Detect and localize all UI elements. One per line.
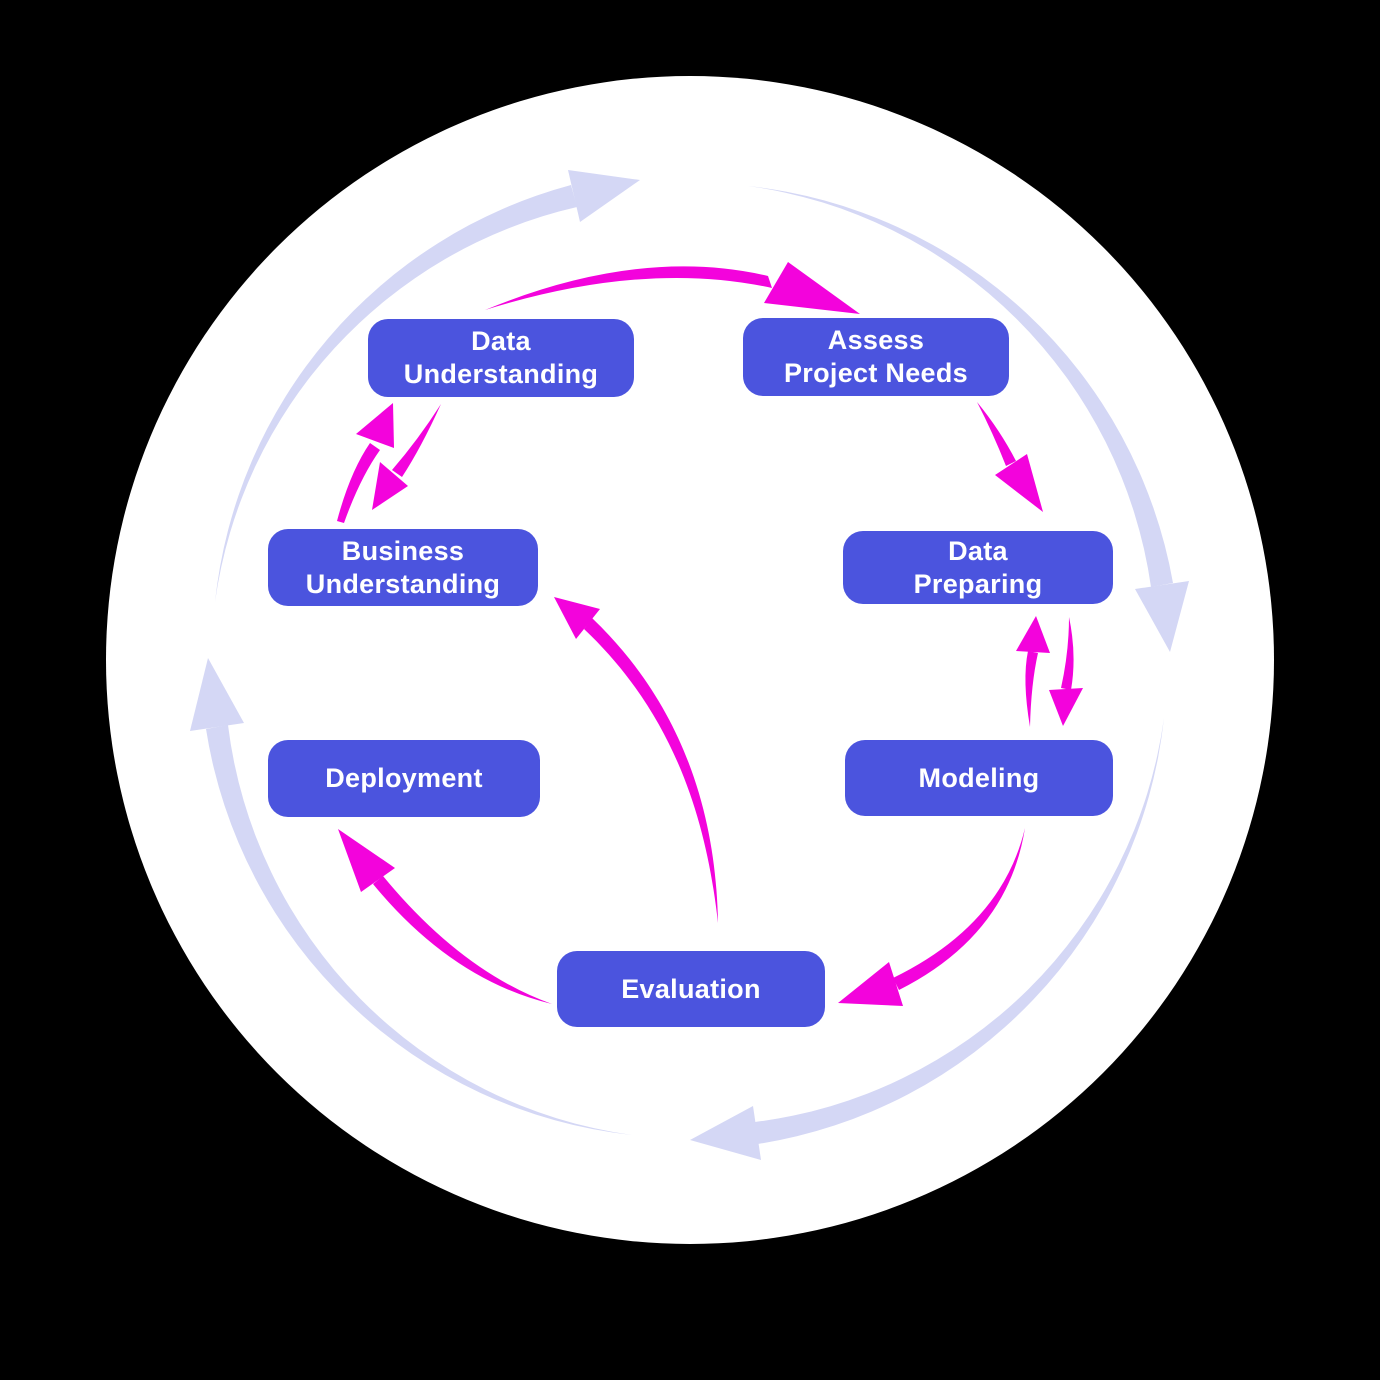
node-modeling: Modeling xyxy=(845,740,1113,816)
arrowhead-icon xyxy=(1049,688,1083,726)
ring-arrowhead-bottom-icon xyxy=(690,1106,761,1160)
ring-arrowhead-right-icon xyxy=(1135,581,1189,652)
node-label: Data Preparing xyxy=(913,535,1043,599)
arrow-data-preparing-to-modeling xyxy=(1049,617,1083,726)
ring-arc-bottom xyxy=(755,718,1164,1144)
background-disc xyxy=(106,76,1274,1244)
outer-ring-clockwise xyxy=(190,170,1189,1160)
ring-arrowhead-left-icon xyxy=(190,658,244,731)
node-label: Deployment xyxy=(325,763,483,793)
arrow-evaluation-to-deployment xyxy=(338,829,552,1004)
arrowhead-icon xyxy=(838,962,903,1006)
node-label: Evaluation xyxy=(621,973,761,1004)
arrowhead-icon xyxy=(338,829,395,892)
arrowhead-icon xyxy=(554,597,600,639)
arrow-modeling-to-evaluation xyxy=(838,828,1025,1006)
node-evaluation: Evaluation xyxy=(557,951,825,1027)
arrowhead-icon xyxy=(1016,616,1050,653)
arrow-modeling-to-data-preparing xyxy=(1016,616,1050,727)
arrowhead-icon xyxy=(764,262,860,314)
arrow-data-understanding-to-business-understanding xyxy=(372,404,441,510)
ring-arc-left xyxy=(206,725,632,1135)
node-label: Business Understanding xyxy=(305,535,501,599)
arrow-data-understanding-to-assess-project-needs xyxy=(485,262,860,314)
arrow-assess-project-needs-to-data-preparing xyxy=(977,402,1043,512)
node-label: Assess Project Needs xyxy=(784,325,968,388)
process-arrows xyxy=(337,262,1083,1006)
arrow-business-understanding-to-data-understanding xyxy=(337,403,394,523)
arrowhead-icon xyxy=(995,454,1043,512)
node-assess-project-needs: Assess Project Needs xyxy=(743,318,1009,396)
ring-arrowhead-top-icon xyxy=(568,170,640,222)
node-business-understanding: Business Understanding xyxy=(268,529,538,606)
ring-arc-right xyxy=(748,186,1173,587)
node-deployment: Deployment xyxy=(268,740,540,817)
node-data-understanding: Data Understanding xyxy=(368,319,634,397)
node-label: Data Understanding xyxy=(403,326,599,389)
node-data-preparing: Data Preparing xyxy=(843,531,1113,604)
arrowhead-icon xyxy=(356,403,394,448)
arrow-evaluation-to-business-understanding xyxy=(554,597,718,923)
arrowhead-icon xyxy=(372,462,408,510)
node-label: Modeling xyxy=(918,762,1040,793)
